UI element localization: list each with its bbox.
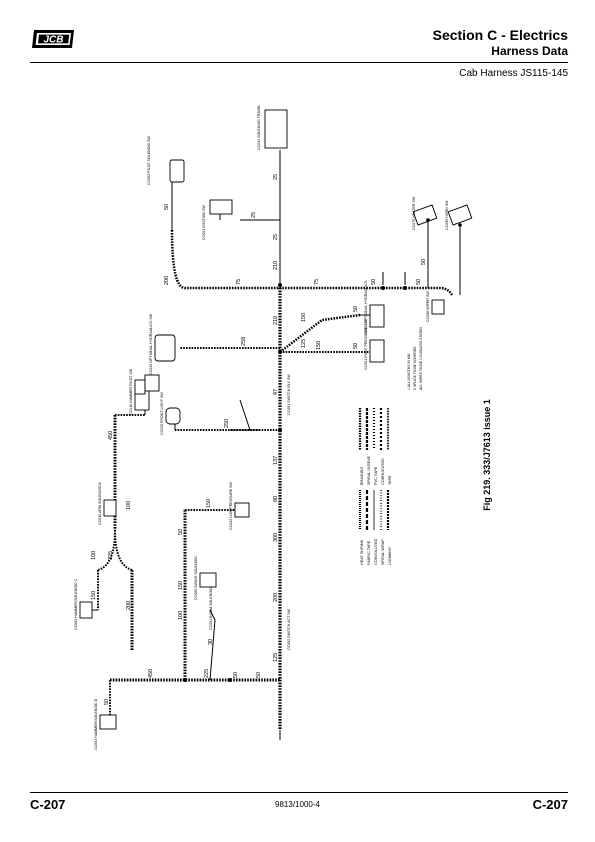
label-branch-20: 225	[204, 669, 210, 678]
harness-diagram: 200 75 75 50 50 210 210 47 137 80 300 20…	[74, 105, 473, 750]
label-branch-25: 30	[208, 639, 214, 645]
jcb-logo: JCB	[32, 30, 74, 48]
connector-label-10: CC060 SWING SOLENOID	[194, 556, 198, 600]
connector-label-5: CC010 HAMMER PILOT SW	[129, 368, 133, 415]
label-trunk-1: 210	[273, 261, 279, 270]
label-branch-8: 50	[353, 306, 359, 312]
label-branch-6: 150	[316, 341, 322, 350]
label-branch-5: 258	[241, 337, 247, 346]
connector-label-6: CC020 FRONT LIGHT SW	[160, 392, 164, 435]
legend-item-1: BRAIDING	[360, 467, 364, 485]
label-branch-9: 50	[353, 343, 359, 349]
label-trunk-5: 80	[273, 496, 279, 502]
brand-text: JCB	[43, 34, 63, 45]
label-branch-19: 450	[148, 669, 154, 678]
header-divider	[30, 62, 568, 63]
label-top-50-b: 50	[416, 279, 422, 285]
label-top-75-a: 75	[236, 279, 242, 285]
legend: BRAIDING SPIRAL SLEEVE PVC TAPE CORRUGAT…	[358, 327, 423, 565]
label-branch-7: 150	[301, 313, 307, 322]
label-branch-13: 150	[206, 499, 212, 508]
label-branch-10: 450	[108, 431, 114, 440]
note-2: 2 SPLICE TO BE COVERED	[413, 346, 417, 390]
legend-item-10: LOOMING	[388, 547, 392, 565]
page-number-left: C-207	[30, 797, 66, 812]
legend-item-7: FABRIC TAPE	[367, 540, 371, 565]
connector-label-17: CC090 HORN SW	[445, 200, 449, 230]
legend-item-3: PVC TAPE	[374, 466, 378, 485]
legend-item-2: SPIRAL SLEEVE	[367, 455, 371, 485]
connector-label-13: CC030 ARM SOLENOID B	[98, 481, 102, 525]
label-branch-28: 25	[273, 234, 279, 240]
legend-item-4: CORRUGATED	[381, 458, 385, 485]
label-trunk-6: 300	[273, 533, 279, 542]
connector-label-12: CC062 HAMMER/SOLENOID C	[74, 578, 78, 630]
label-branch-1: 50	[164, 204, 170, 210]
connector-label-16: CC070 HEATER SW	[412, 196, 416, 230]
document-subtitle: Cab Harness JS115-145	[459, 68, 568, 79]
label-branch-21: 50	[233, 672, 239, 678]
connector-label-14: CC063 HAMMER/SOLENOID D	[94, 698, 98, 750]
connector-label-4: CC040 OPTIONAL HYDRAULICS SW	[149, 313, 153, 375]
label-branch-3: 25	[273, 174, 279, 180]
connector-label-19: CC092 SWITCH ACT SW	[287, 608, 291, 650]
section-title: Section C - Electrics	[432, 27, 568, 43]
legend-item-6: HEAT SHRINK	[360, 539, 364, 565]
figure-caption-text: Fig 219. 333/J7613 issue 1	[482, 399, 492, 511]
label-branch-23: 100	[178, 611, 184, 620]
label-top-75-b: 75	[314, 279, 320, 285]
figure-caption: Fig 219. 333/J7613 issue 1	[477, 330, 497, 580]
label-branch-17: 150	[91, 591, 97, 600]
label-branch-11: 225	[108, 551, 114, 560]
footer-divider	[30, 792, 568, 793]
label-trunk-2: 210	[273, 316, 279, 325]
section-subtitle: Harness Data	[491, 44, 568, 58]
connector-label-18: CC091 SWITCH RLY SW	[287, 374, 291, 415]
label-branch-16: 200	[126, 601, 132, 610]
page-number-right: C-207	[532, 797, 568, 812]
connector-label-1: CC002 PILOT SOLENOID SW	[147, 136, 151, 185]
connector-label-2: CC003 IGNITION SW	[202, 204, 206, 240]
label-branch-26: 150	[178, 581, 184, 590]
document-number: 9813/1000-4	[275, 800, 320, 809]
legend-item-9: SPIRAL WRAP	[381, 539, 385, 565]
label-branch-14: 250	[224, 419, 230, 428]
connector-label-8: CC051 PILOT PRESSURE SW	[364, 319, 368, 370]
note-1: 1 ALL LENGTHS IN MM	[407, 353, 411, 390]
label-trunk-4: 137	[273, 456, 279, 465]
connector-label-11: CC061 BOOM SOLENOID	[209, 587, 213, 630]
connector-label-15: CC080 WIPER SW	[426, 291, 430, 322]
label-branch-12: 100	[126, 501, 132, 510]
note-3: ALL WIRES TO BE 0.5 UNLESS STATED	[419, 327, 423, 390]
label-branch-4: 50	[421, 259, 427, 265]
connector-label-9: CC032 LOW PRESSURE SW	[229, 481, 233, 530]
label-trunk-7: 200	[273, 593, 279, 602]
label-trunk-3: 47	[273, 389, 279, 395]
connector-label-3: CC034 SOLENOID TRAVEL	[257, 105, 261, 150]
label-top-200: 200	[164, 276, 170, 285]
connector-label-7: CC043 OPTIONAL HYDRAULICS	[364, 280, 368, 335]
label-branch-15: 100	[91, 551, 97, 560]
label-top-50-a: 50	[371, 279, 377, 285]
label-trunk-8: 125	[273, 653, 279, 662]
label-branch-22: 50	[256, 672, 262, 678]
legend-item-8: CONVOLUTED	[374, 538, 378, 565]
label-branch-27: 125	[301, 339, 307, 348]
label-branch-24: 50	[104, 699, 110, 705]
label-branch-2: 25	[251, 212, 257, 218]
legend-item-5: TAPE	[388, 475, 392, 485]
label-branch-18: 50	[178, 529, 184, 535]
